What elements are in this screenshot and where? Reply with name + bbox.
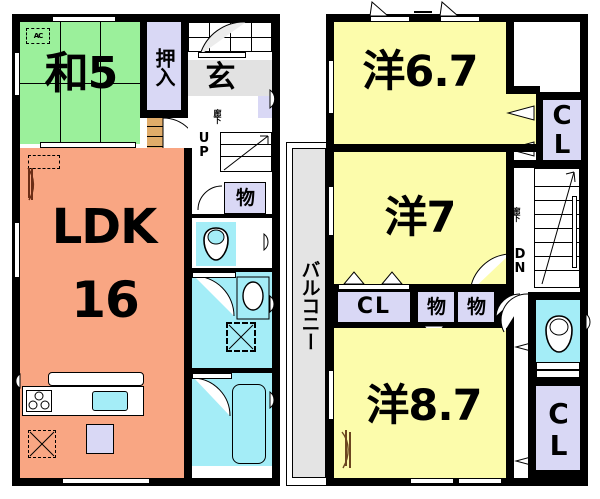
- wall-east-rooms: [506, 152, 514, 192]
- refrigerator: [86, 424, 114, 454]
- stair-tread: [534, 186, 580, 187]
- label-yoshitsu-6-7: 洋6.7: [362, 46, 478, 97]
- wall-east-87: [506, 328, 514, 478]
- storage-mono-1f: [224, 182, 266, 214]
- window-yoshitsu67-west: [328, 60, 334, 114]
- label-mono-1f: 物: [235, 186, 255, 209]
- window-yoshitsu87-south-2: [458, 478, 502, 484]
- wall-below-cl-top: [506, 160, 588, 168]
- wall-notch-67: [506, 22, 514, 92]
- washroom-door-panel: [192, 272, 236, 278]
- label-mono-b: 物: [466, 295, 486, 318]
- label-yoshitsu-8-7: 洋8.7: [366, 380, 482, 431]
- washing-machine-space: [226, 322, 256, 352]
- window-yoshitsu67-north-2: [440, 16, 480, 22]
- bathtub: [232, 384, 266, 464]
- step-line: [147, 146, 163, 147]
- step-line: [147, 136, 163, 137]
- floor-outlet-icon: [28, 430, 56, 458]
- window-center-mark: [414, 17, 432, 19]
- storage-mono-b: [458, 292, 494, 322]
- entrance-threshold: [198, 52, 246, 58]
- partition: [192, 368, 272, 373]
- label-cl-mid: CL: [356, 294, 392, 319]
- window-center-mark: [414, 11, 432, 13]
- partition: [192, 214, 272, 218]
- label-ldk: LDK: [51, 199, 158, 255]
- room-washroom: [192, 272, 272, 368]
- bath-door-panel: [192, 373, 232, 379]
- label-ldk-size: 16: [71, 271, 140, 329]
- label-stair-dn: DN: [512, 247, 528, 275]
- toilet-2f-step: [536, 370, 580, 378]
- toilet-1f-gap: [236, 222, 266, 266]
- room-ldk: [20, 148, 188, 478]
- interior-wall-vertical: [184, 148, 192, 486]
- label-mono-a: 物: [426, 295, 446, 318]
- wall-east-rooms-2: [506, 192, 514, 290]
- wall-notch-67-h: [506, 86, 540, 94]
- tatami-line: [20, 83, 140, 84]
- window-washitsu-north: [52, 16, 116, 22]
- room-balcony: [292, 148, 326, 478]
- window-yoshitsu7-west: [328, 186, 334, 236]
- stair-tread: [534, 270, 580, 271]
- shoe-cabinet-divider: [188, 37, 272, 38]
- storage-mono-a: [418, 292, 454, 322]
- label-yoshitsu-7: 洋7: [384, 192, 457, 243]
- step-line: [147, 126, 163, 127]
- window-ldk-west-upper: [14, 222, 20, 278]
- window-yoshitsu87-west: [328, 370, 334, 420]
- stair-tread: [220, 156, 272, 157]
- window-yoshitsu87-south: [410, 478, 454, 484]
- tatami-line: [60, 22, 61, 144]
- label-washitsu: 和5: [44, 48, 119, 99]
- room-yoshitsu-6-7-notch: [334, 92, 536, 144]
- storage-row-top-panel: [338, 284, 410, 290]
- hall-closet-sliver: [258, 96, 272, 118]
- room-genkan: [188, 60, 272, 96]
- label-oshiire: 押入: [152, 48, 176, 86]
- window-ldk-south: [62, 478, 150, 484]
- room-toilet-2f: [536, 300, 580, 362]
- tatami-line: [100, 22, 101, 144]
- partition: [192, 268, 272, 272]
- bath-floor-strip: [192, 466, 272, 478]
- stair-tread: [220, 144, 272, 145]
- toilet-2f-tank: [536, 362, 580, 370]
- label-balcony: バルコニー: [298, 260, 321, 350]
- gas-stove: [26, 390, 52, 412]
- label-genkan: 玄: [205, 60, 236, 95]
- kitchen-sink: [92, 391, 128, 411]
- room-toilet-1f: [196, 222, 236, 266]
- label-cl-top: CL: [547, 101, 577, 159]
- closet-cl-bottom: [536, 386, 580, 470]
- label-hallway-1f: 廊下: [213, 109, 222, 123]
- kitchen-counter: [48, 372, 144, 386]
- sliding-door-washitsu-ldk[interactable]: [40, 142, 136, 148]
- staircase-up: [220, 132, 272, 172]
- window-washitsu-west: [14, 52, 20, 96]
- stair-handrail: [572, 196, 577, 268]
- window-yoshitsu67-north: [370, 16, 410, 22]
- closet-cl-mid: [338, 292, 410, 322]
- closet-oshiire: [147, 22, 181, 110]
- closet-cl-top: [543, 100, 581, 160]
- label-hallway-2f: 廊下: [512, 207, 521, 221]
- ac-label: AC: [33, 31, 44, 40]
- room-yoshitsu-8-7: [334, 328, 514, 478]
- label-cl-bottom: CL: [542, 397, 575, 461]
- label-stair-up: UP: [196, 131, 212, 159]
- wall-between-rooms-67-7: [334, 144, 536, 152]
- ac-unit-icon: [26, 28, 50, 44]
- ac-unit-icon: [28, 155, 60, 169]
